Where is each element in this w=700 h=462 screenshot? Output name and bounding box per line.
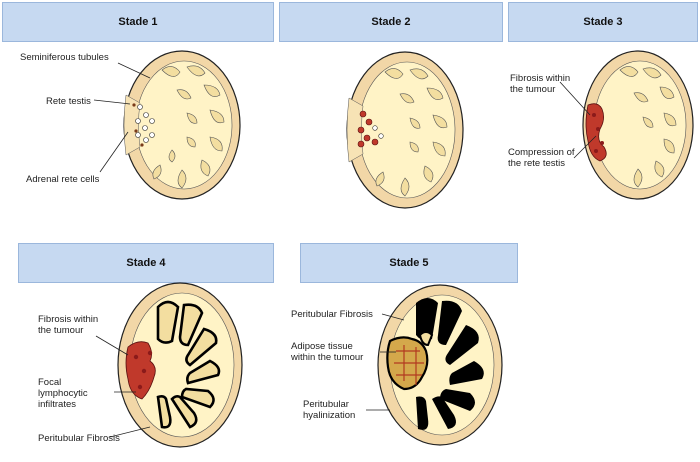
stage-2-testis [346, 51, 464, 209]
label-stage4-lymphocytic: Focal lymphocytic infiltrates [38, 377, 88, 410]
stage-1-testis [123, 50, 241, 200]
label-stage5-hyalinization: Peritubular hyalinization [303, 399, 356, 421]
label-stage3-compression: Compression of the rete testis [508, 147, 575, 169]
leader-lines [93, 62, 597, 438]
stage-2-header: Stade 2 [279, 2, 503, 42]
label-stage4-fibrosis: Fibrosis within the tumour [38, 314, 99, 336]
label-adrenal-rete-cells: Adrenal rete cells [26, 174, 100, 185]
label-seminiferous-tubules: Seminiferous tubules [20, 52, 109, 63]
stage-4-header: Stade 4 [18, 243, 274, 283]
stage-5-header: Stade 5 [300, 243, 518, 283]
label-stage5-peritubular-fibrosis: Peritubular Fibrosis [291, 309, 373, 320]
stage-1-header: Stade 1 [2, 2, 274, 42]
label-stage3-fibrosis: Fibrosis within the tumour [510, 73, 571, 95]
label-rete-testis: Rete testis [46, 96, 91, 107]
stage-3-header: Stade 3 [508, 2, 698, 42]
stage-4-testis [117, 282, 243, 448]
stage-3-testis [582, 50, 694, 200]
stage-5-testis [377, 284, 503, 446]
label-stage5-adipose: Adipose tissue within the tumour [291, 341, 364, 363]
label-stage4-peritubular-fibrosis: Peritubular Fibrosis [38, 433, 120, 444]
